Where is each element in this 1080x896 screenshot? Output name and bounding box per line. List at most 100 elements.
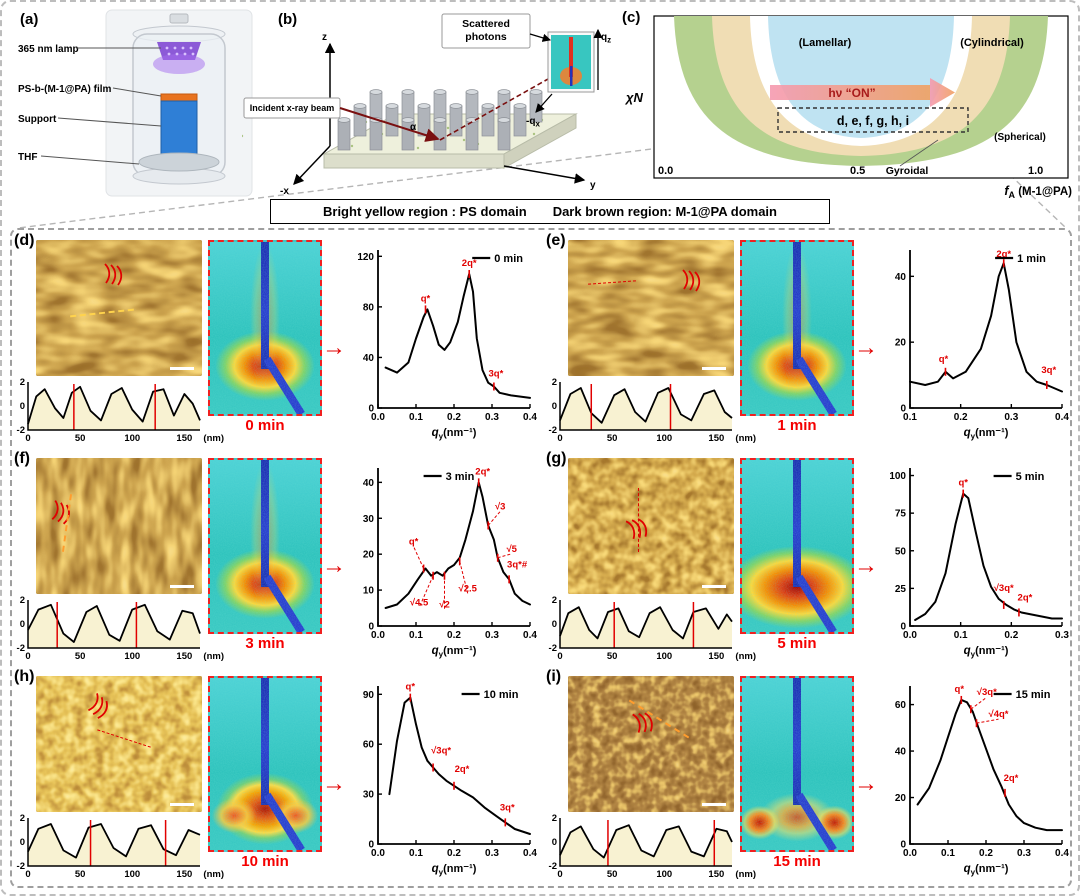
- support-pointer: [57, 117, 162, 127]
- y-tick-label: -2: [549, 861, 557, 872]
- profile-curve: [27, 385, 201, 425]
- noise-overlay: [210, 678, 320, 850]
- x-tick-label: 0.1: [409, 848, 423, 859]
- gyroid-pointer: [899, 139, 939, 167]
- scattered-photons-label-2: photons: [465, 31, 507, 43]
- scattered-pointer: [529, 33, 552, 42]
- qx-axis: [535, 93, 553, 113]
- peak-label: √4.5: [410, 598, 429, 609]
- x-tick-label: 100: [124, 869, 140, 880]
- peak-leader: [413, 546, 425, 569]
- y-tick-label: 10: [363, 586, 375, 597]
- y-tick-label: 40: [363, 353, 375, 364]
- peak-label: 3q*#: [507, 559, 528, 570]
- x-axis-label: qy(nm⁻¹): [432, 645, 477, 659]
- y-tick-label: 2: [20, 596, 25, 606]
- arrow-right-icon: →: [322, 334, 346, 361]
- z-axis-label: z: [322, 32, 327, 43]
- peak-label: q*: [955, 684, 965, 695]
- x-axis-label: -x: [280, 186, 289, 197]
- hv-on-arrow: [770, 78, 955, 107]
- x-tick-label: 50: [75, 651, 86, 662]
- y-tick-label: 0: [900, 622, 906, 633]
- legend-label: 5 min: [1016, 471, 1045, 483]
- x-tick-label: 0.0: [903, 848, 917, 859]
- arrow-right-icon: →: [854, 770, 878, 797]
- sample-points-label: d, e, f, g, h, i: [837, 114, 909, 128]
- y-tick-label: 40: [363, 478, 375, 489]
- plot-axes: [909, 686, 1062, 845]
- afm-image: [568, 240, 734, 376]
- x-tick-label: 0.4: [1055, 412, 1069, 423]
- peak-leader: [487, 511, 501, 526]
- noise-overlay: [210, 460, 320, 632]
- gisaxs-pattern: [208, 458, 322, 634]
- afm-texture: [568, 458, 734, 594]
- peak-label: q*: [958, 478, 968, 489]
- y-tick-label: 2: [20, 378, 25, 388]
- data-curve: [388, 696, 531, 835]
- peak-label: 2q*: [1018, 592, 1033, 603]
- scale-bar: [702, 803, 726, 806]
- detector-streak: [569, 37, 573, 77]
- panel-label: (g): [546, 450, 567, 467]
- afm-image: [568, 458, 734, 594]
- panel-label: (b): [278, 11, 297, 28]
- panel-label: (i): [546, 668, 562, 685]
- x-tick-label: 0.1: [954, 630, 968, 641]
- x-tick-label: 0.3: [1055, 630, 1069, 641]
- gisaxs-pattern: [208, 240, 322, 416]
- afm-image: [36, 240, 202, 376]
- x-axis-label: qy(nm⁻¹): [432, 863, 477, 877]
- peak-label: √2: [439, 600, 450, 611]
- peak-label: 3q*: [1041, 365, 1056, 376]
- gyroidal-label: Gyroidal: [886, 165, 929, 177]
- x-tick-label: 0: [557, 433, 562, 444]
- y-tick-label: 20: [363, 550, 375, 561]
- panel-c-phase-diagram: (c) (Lamellar) (Cylindrical) (Spherical)…: [622, 9, 1072, 200]
- x-tick-0: 0.0: [658, 165, 673, 177]
- afm-texture: [36, 458, 202, 594]
- profile-fill: [560, 825, 732, 866]
- data-curve: [384, 273, 531, 399]
- legend-label: 3 min: [446, 471, 475, 483]
- x-tick-label: 0: [557, 869, 562, 880]
- peak-leader: [976, 718, 999, 724]
- legend-label: 15 min: [1016, 689, 1051, 701]
- peak-label: q*: [409, 537, 419, 548]
- y-tick-label: 30: [363, 514, 375, 525]
- profile-fill: [560, 388, 732, 430]
- x-tick-label: 0.0: [903, 630, 917, 641]
- afm-texture: [36, 676, 202, 812]
- noise-overlay: [210, 242, 320, 414]
- support-block: [160, 100, 198, 158]
- afm-image: [568, 676, 734, 812]
- x-tick-label: 0.3: [1004, 412, 1018, 423]
- peak-label: 3q*: [500, 802, 515, 813]
- scale-bar: [702, 585, 726, 588]
- scattered-label-box: [441, 13, 531, 49]
- x-tick-label: 0.1: [903, 412, 917, 423]
- y-tick-label: 2: [552, 814, 557, 824]
- x-tick-label: 100: [656, 869, 672, 880]
- panel-label: (d): [14, 232, 35, 249]
- x-tick-label: 50: [607, 651, 618, 662]
- qx-axis-label: -qx: [526, 116, 540, 129]
- sample-points-box: [777, 107, 969, 133]
- y-tick-label: 0: [368, 840, 374, 851]
- qz-axis-label: qz: [601, 32, 611, 45]
- x-axis-label: qy(nm⁻¹): [964, 645, 1009, 659]
- legend-label: 10 min: [484, 689, 519, 701]
- y-tick-label: 80: [363, 302, 375, 313]
- y-axis-label: y: [590, 180, 596, 191]
- time-label: 5 min: [777, 635, 817, 652]
- legend-label: 1 min: [1017, 253, 1046, 265]
- banner-pa-domain: Dark brown region: M-1@PA domain: [552, 204, 777, 219]
- y-tick-label: 60: [895, 700, 907, 711]
- peak-label: q*: [421, 293, 431, 304]
